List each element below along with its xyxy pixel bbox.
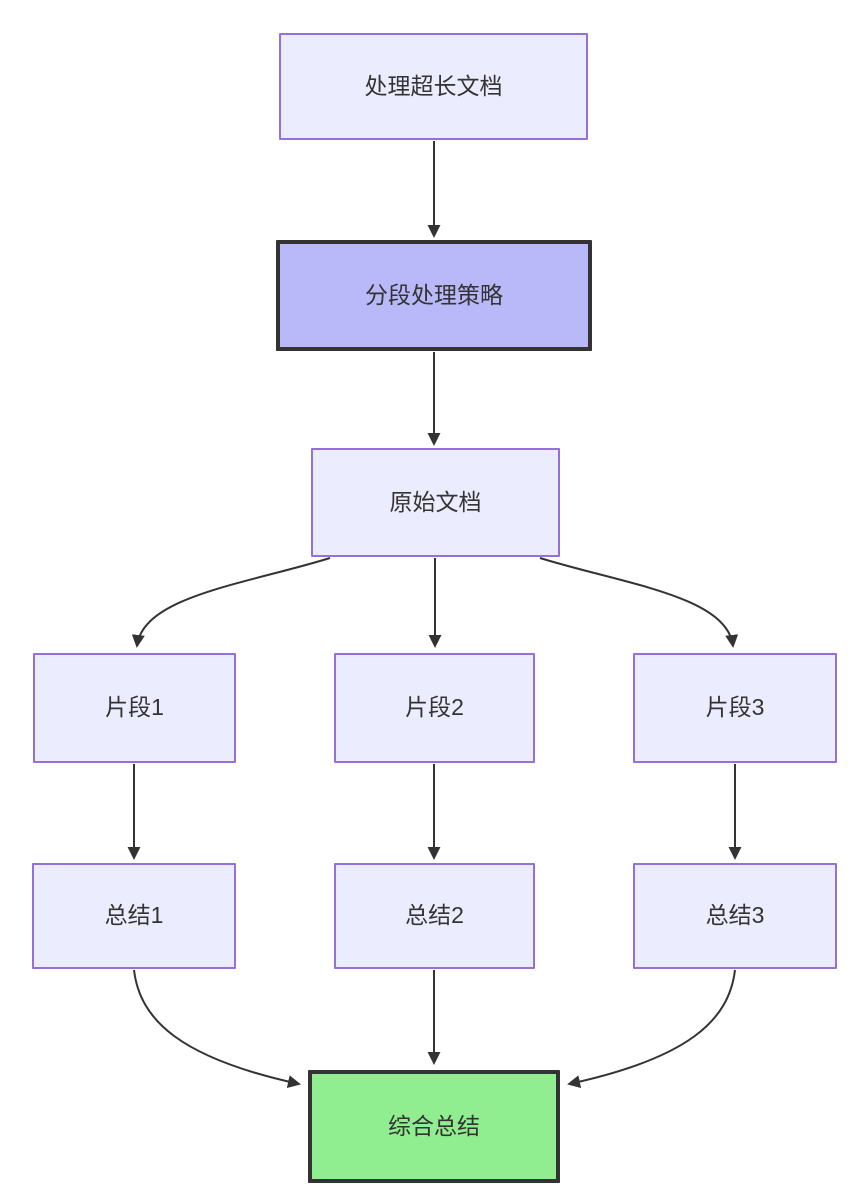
node-label: 总结2 — [405, 902, 464, 929]
edge-sum1-final — [133, 969, 301, 1088]
node-label: 总结1 — [104, 902, 164, 929]
node-summary-2: 总结2 — [334, 863, 535, 969]
edge-doc-seg3 — [539, 557, 739, 648]
node-original-document: 原始文档 — [311, 448, 560, 557]
node-combined-summary: 综合总结 — [308, 1070, 560, 1183]
node-label: 片段3 — [705, 694, 765, 721]
node-label: 总结3 — [705, 902, 765, 929]
node-label: 片段2 — [405, 694, 464, 721]
edge-sum3-final — [567, 969, 736, 1089]
node-segment-3: 片段3 — [633, 653, 837, 763]
node-segment-2: 片段2 — [334, 653, 535, 763]
node-summary-1: 总结1 — [32, 863, 236, 969]
node-label: 综合总结 — [388, 1112, 480, 1139]
edge-doc-seg1 — [131, 557, 331, 648]
node-process-long-document: 处理超长文档 — [279, 33, 588, 140]
node-label: 原始文档 — [389, 488, 482, 515]
node-segment-1: 片段1 — [33, 653, 236, 763]
node-label: 处理超长文档 — [364, 72, 503, 99]
node-label: 分段处理策略 — [365, 281, 503, 308]
node-segmentation-strategy: 分段处理策略 — [276, 240, 592, 351]
node-label: 片段1 — [105, 694, 164, 721]
node-summary-3: 总结3 — [633, 863, 837, 969]
